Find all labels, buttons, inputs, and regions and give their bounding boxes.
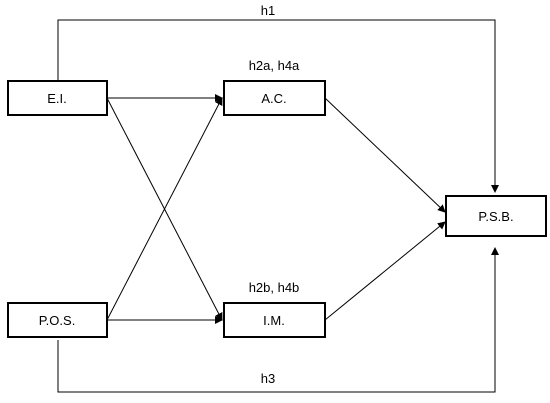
hypothesis-h3-label: h3 <box>261 371 275 386</box>
node-pos-label: P.O.S. <box>39 313 76 328</box>
node-psb-label: P.S.B. <box>478 209 513 224</box>
path-h1 <box>57 19 499 193</box>
node-ei: E.I. <box>7 80 108 116</box>
hypothesis-h2b-h4b-label: h2b, h4b <box>249 280 300 295</box>
node-ei-label: E.I. <box>47 91 67 106</box>
path-h3 <box>57 247 499 393</box>
node-im-label: I.M. <box>263 313 285 328</box>
path-ac-to-psb <box>324 97 446 213</box>
path-pos-to-ac <box>106 97 223 321</box>
hypothesis-h1-label: h1 <box>261 3 275 18</box>
node-im: I.M. <box>223 302 326 338</box>
node-ac-label: A.C. <box>261 91 286 106</box>
hypothesis-h2a-h4a-label: h2a, h4a <box>249 58 300 73</box>
path-im-to-psb <box>324 221 446 321</box>
node-ac: A.C. <box>223 80 326 116</box>
node-pos: P.O.S. <box>7 302 108 338</box>
node-psb: P.S.B. <box>445 195 547 237</box>
